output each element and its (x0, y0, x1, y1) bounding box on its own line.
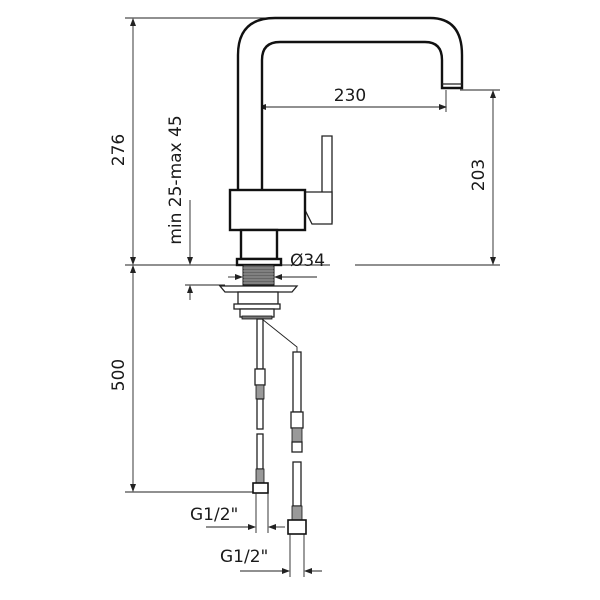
reach-dimension-label: 230 (334, 86, 366, 106)
faucet-neck (239, 228, 279, 261)
hose-connection-label-1: G1/2" (190, 505, 238, 525)
faucet-body (228, 188, 307, 232)
faucet-base-flange (235, 257, 283, 267)
hose-left (252, 318, 269, 494)
mounting-bracket (237, 291, 279, 305)
hose-length-dimension-label: 500 (109, 359, 129, 391)
faucet-spout (236, 16, 464, 190)
hose-right (261, 318, 307, 535)
shank-threads (243, 267, 274, 284)
mounting-nut (233, 303, 281, 310)
height-dimension-label: 276 (109, 134, 129, 166)
mounting-plate (218, 285, 299, 293)
worktop-thickness-label: min 25-max 45 (166, 115, 186, 244)
diameter-label: Ø34 (290, 251, 325, 271)
lever-base (304, 191, 333, 225)
spout-height-dimension-label: 203 (469, 159, 489, 191)
hose-connection-label-2: G1/2" (220, 547, 268, 567)
